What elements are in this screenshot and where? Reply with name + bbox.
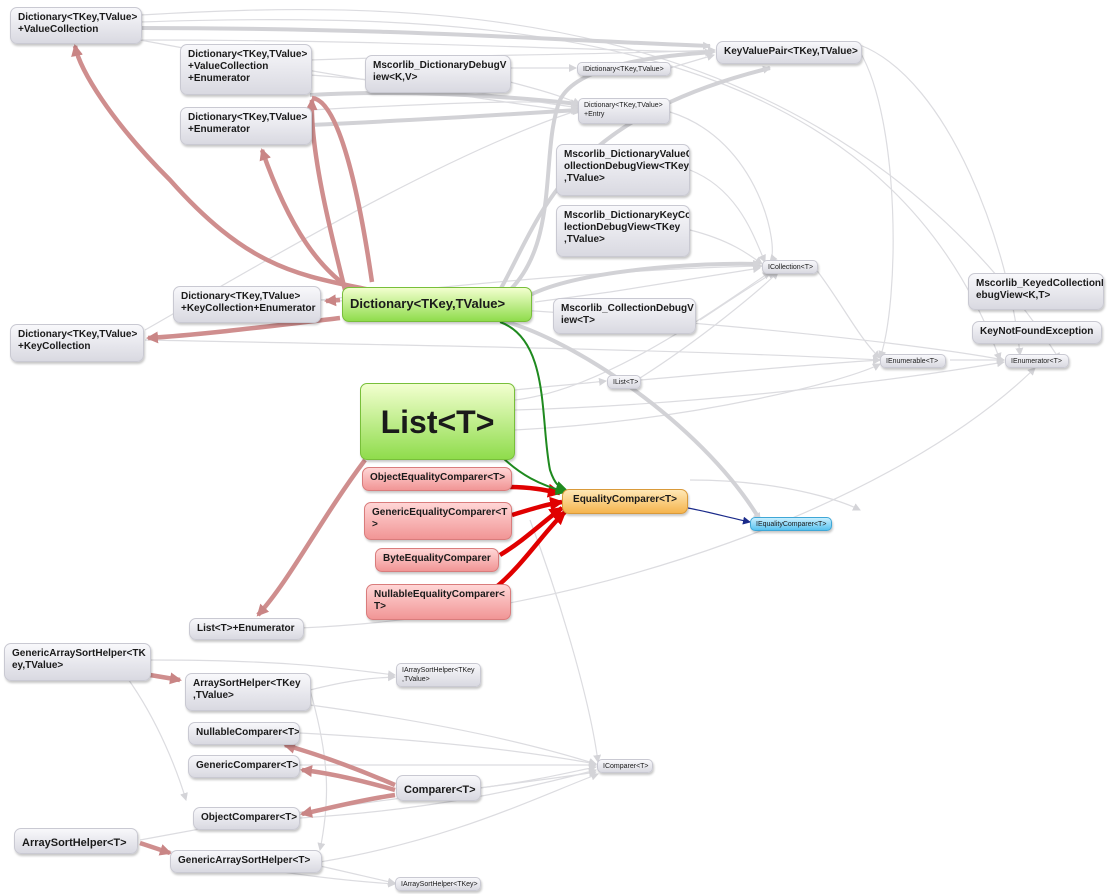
node-dictionary[interactable]: Dictionary<TKey,TValue> [342,287,532,322]
node-idictionary[interactable]: IDictionary<TKey,TValue> [577,62,671,76]
node-iequality-comparer[interactable]: IEqualityComparer<T> [750,517,832,531]
node-ienumerable[interactable]: IEnumerable<T> [880,354,946,368]
node-dictionary-key-collection[interactable]: Dictionary<TKey,TValue> +KeyCollection [10,324,144,362]
node-mscorlib-keyed-collection-debug-view[interactable]: Mscorlib_KeyedCollectionD ebugView<K,T> [968,273,1104,310]
node-generic-array-sort-helper-tkey-tvalue[interactable]: GenericArraySortHelper<TK ey,TValue> [4,643,151,681]
node-ienumerator[interactable]: IEnumerator<T> [1005,354,1069,368]
node-array-sort-helper[interactable]: ArraySortHelper<T> [14,828,138,854]
node-dictionary-value-collection[interactable]: Dictionary<TKey,TValue> +ValueCollection [10,7,142,44]
node-dictionary-enumerator[interactable]: Dictionary<TKey,TValue> +Enumerator [180,107,312,145]
implements-edge [687,507,751,525]
node-comparer[interactable]: Comparer<T> [396,775,481,801]
node-object-comparer[interactable]: ObjectComparer<T> [193,807,300,830]
node-array-sort-helper-tkey-tvalue[interactable]: ArraySortHelper<TKey ,TValue> [185,673,311,711]
node-icollection[interactable]: ICollection<T> [762,260,818,274]
node-mscorlib-dictionary-key-collection-debug-view[interactable]: Mscorlib_DictionaryKeyCol lectionDebugVi… [556,205,690,257]
node-byte-equality-comparer[interactable]: ByteEqualityComparer [375,548,499,572]
node-iarray-sort-helper-tkey-tvalue[interactable]: IArraySortHelper<TKey ,TValue> [396,663,481,687]
node-equality-comparer[interactable]: EqualityComparer<T> [562,489,688,514]
uses-edges [499,321,568,496]
node-iarray-sort-helper[interactable]: IArraySortHelper<TKey> [395,877,481,891]
node-key-not-found-exception[interactable]: KeyNotFoundException [972,321,1102,344]
node-key-value-pair[interactable]: KeyValuePair<TKey,TValue> [716,41,862,64]
node-dictionary-key-collection-enumerator[interactable]: Dictionary<TKey,TValue> +KeyCollection+E… [173,286,321,323]
node-mscorlib-dictionary-debug-view[interactable]: Mscorlib_DictionaryDebugV iew<K,V> [365,55,511,93]
node-mscorlib-collection-debug-view[interactable]: Mscorlib_CollectionDebugV iew<T> [553,298,696,334]
node-nullable-equality-comparer[interactable]: NullableEqualityComparer< T> [366,584,511,620]
nested-edges [71,44,396,856]
thin-edges [119,8,1061,888]
node-ilist[interactable]: IList<T> [607,375,641,389]
node-generic-array-sort-helper[interactable]: GenericArraySortHelper<T> [170,850,322,873]
node-nullable-comparer[interactable]: NullableComparer<T> [188,722,300,745]
node-dictionary-value-collection-enumerator[interactable]: Dictionary<TKey,TValue> +ValueCollection… [180,44,312,95]
node-generic-comparer[interactable]: GenericComparer<T> [188,755,300,778]
node-mscorlib-dictionary-value-collection-debug-view[interactable]: Mscorlib_DictionaryValueC ollectionDebug… [556,144,690,196]
node-dictionary-entry[interactable]: Dictionary<TKey,TValue> +Entry [578,98,670,124]
node-list[interactable]: List<T> [360,383,515,460]
node-icomparer[interactable]: IComparer<T> [597,759,653,773]
node-generic-equality-comparer[interactable]: GenericEqualityComparer<T > [364,502,512,540]
node-object-equality-comparer[interactable]: ObjectEqualityComparer<T> [362,467,512,491]
node-list-enumerator[interactable]: List<T>+Enumerator [189,618,304,640]
